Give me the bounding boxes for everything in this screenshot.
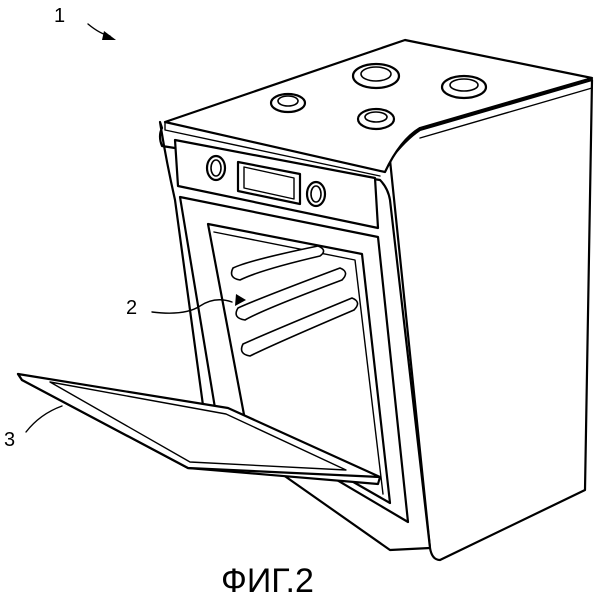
burner-back-right xyxy=(440,74,488,100)
burner-front-right xyxy=(356,107,396,131)
leader-arrow-1 xyxy=(102,31,116,40)
oven-racks xyxy=(230,245,359,357)
control-knob-right xyxy=(305,180,327,208)
oven-cavity-inner-edge xyxy=(213,231,384,495)
ref-label-3: 3 xyxy=(4,429,15,451)
figure-caption: ФИГ.2 xyxy=(221,562,314,599)
display-window xyxy=(236,160,302,206)
control-knob-left xyxy=(205,154,227,182)
burner-back-left xyxy=(351,62,401,90)
leader-line-3 xyxy=(25,405,63,433)
cooktop-rim-right xyxy=(419,77,593,139)
leader-line-2 xyxy=(151,299,233,314)
cooktop-surface xyxy=(163,38,594,174)
cooktop-rim xyxy=(164,121,381,177)
display-window-inner xyxy=(243,166,295,200)
oven-door-glass xyxy=(16,372,382,479)
oven-drawing xyxy=(16,38,594,562)
burner-front-left xyxy=(269,92,307,114)
oven-door-glass-inner xyxy=(49,381,347,471)
leader-arrow-2 xyxy=(235,294,246,306)
oven-cavity-opening xyxy=(206,222,392,505)
ref-label-2: 2 xyxy=(126,297,137,319)
ref-label-1: 1 xyxy=(54,5,65,27)
